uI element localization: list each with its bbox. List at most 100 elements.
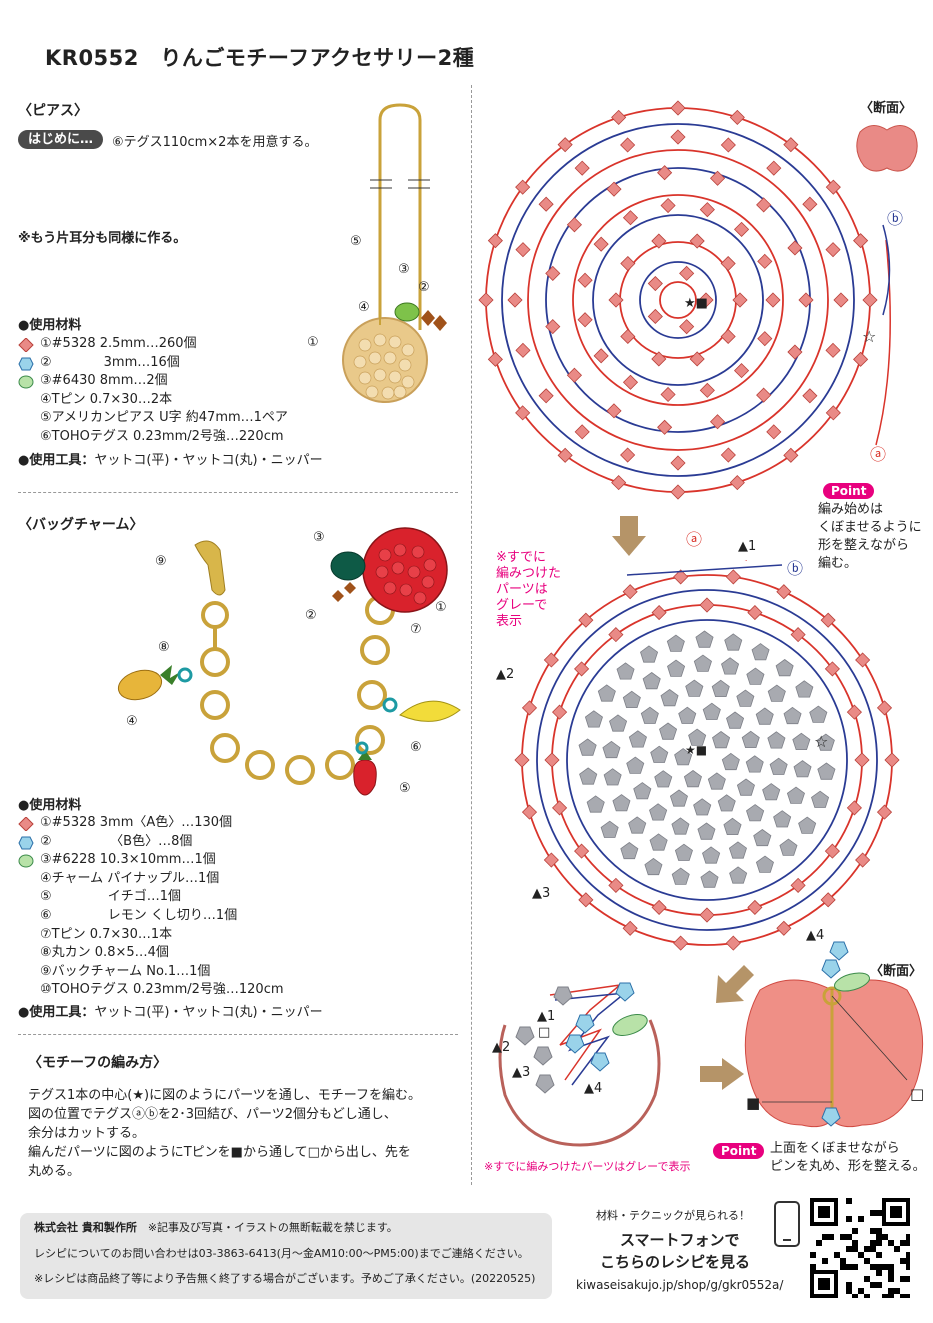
grey-bead [746,804,765,822]
material-text: ⑧丸カン 0.8×5…4個 [40,945,169,961]
center-marker: ★■ [684,296,708,311]
bead [521,700,538,716]
bead [783,447,799,463]
material-text: ③#6228 10.3×10mm…1個 [40,852,216,868]
grey-note: ※すでに 編みつけた パーツは グレーで 表示 [496,550,561,630]
square-empty-1: □ [538,1025,551,1040]
grey-bead [736,689,755,707]
bead [651,233,667,249]
bead [790,627,806,643]
bag-tools: ●使用工具：ヤットコ(平)・ヤットコ(丸)・ニッパー [18,1003,323,1022]
grey-bead [674,748,693,766]
grey-bead [600,820,619,838]
grey-bead [795,680,814,698]
bead [566,367,583,383]
bead [698,292,714,308]
material-row: ⑤ イチゴ…1個 [18,888,284,907]
weaving-diagram-2 [514,560,900,951]
grey-bead [633,782,652,800]
bead [787,240,803,256]
bead [790,877,806,893]
bead [487,351,503,367]
bead [825,179,841,195]
material-text: ①#5328 3mm〈A色〉…130個 [40,815,233,830]
grey-bead [616,662,635,680]
tools-label: ●使用工具： [18,453,95,468]
grey-bead-field [578,630,836,888]
marker-4b: ▲4 [584,1081,603,1096]
method-line: 編んだパーツに図のようにTピンを■から通して□から出し、先を [28,1145,411,1160]
grey-bead [775,659,794,677]
bead [593,348,609,364]
grey-bead [745,755,764,773]
bead [699,382,715,398]
bag-callout-8: ⑧ [158,640,170,655]
bead [876,700,893,716]
grey-bead [671,867,690,885]
grey-bead [779,838,798,856]
bag-materials-list: ①#5328 3mm〈A色〉…130個 ② 〈B色〉…8個 ③#6228 10.… [18,814,284,1000]
bead [855,652,871,668]
bead [824,661,840,677]
bead [679,319,695,335]
bead [720,447,736,463]
smartphone-line-1[interactable]: スマートフォンで [620,1231,740,1249]
point-text-2: 上面をくぼませながら ピンを丸め、形を整える。 [770,1140,926,1176]
grey-bead [817,762,836,780]
point-text-1: 編み始めは くぼませるように 形を整えながら 編む。 [818,501,922,573]
bead [622,374,639,390]
grey-bead [649,833,668,851]
bead [622,210,639,226]
recipe-url-link[interactable]: kiwaseisakujo.jp/shop/g/gkr0552a/ [576,1278,784,1292]
tools-text: ヤットコ(平)・ヤットコ(丸)・ニッパー [94,453,323,468]
grey-bead [628,730,647,748]
bead [606,181,622,197]
tools-text: ヤットコ(平)・ヤットコ(丸)・ニッパー [94,1005,323,1020]
marker-1b: ▲1 [537,1009,556,1024]
bead [608,877,624,893]
material-text: ③#6430 8mm…2個 [40,373,168,389]
down-arrow-icon [612,516,646,556]
material-row: ② 〈B色〉…8個 [18,833,284,852]
bead [622,584,638,600]
bead [853,351,869,367]
note-line: 編みつけた [496,566,562,581]
grey-bead [762,783,781,801]
point-label: Point [823,483,875,499]
material-text: ⑤ イチゴ…1個 [40,889,182,905]
material-text: ⑨バックチャーム No.1…1個 [40,963,211,979]
green-bead-icon [18,854,34,868]
star-marker-2: ☆ [814,732,829,751]
grey-bead [755,855,774,873]
tools-label: ●使用工具： [18,1005,95,1020]
section-label-1: 〈断面〉 [860,101,913,116]
page-title: KR0552 りんごモチーフアクセサリー2種 [45,46,475,70]
qr-code-icon[interactable] [810,1198,910,1298]
grey-bead [728,841,747,859]
diagonal-arrow-icon [716,965,754,1003]
grey-bead [809,705,828,723]
bead [478,292,494,308]
bead [651,605,667,621]
smartphone-line-2[interactable]: こちらのレシピを見る [600,1253,751,1271]
bag-callout-9: ⑨ [155,554,167,569]
grey-bead [741,730,760,749]
material-text: ⑦Tピン 0.7×30…1本 [40,926,173,942]
bead [622,920,638,936]
grey-bead [654,770,673,788]
bead [846,800,862,816]
bead [756,197,772,213]
bag-callout-2: ② [305,608,317,623]
bead [670,129,686,145]
bead [515,342,531,358]
grey-bead [685,679,704,697]
a-label-2: ⓐ [686,530,703,549]
bead [854,752,870,768]
bead [673,935,689,951]
bead [720,328,736,345]
bag-callout-1: ① [435,600,447,615]
grey-bead [712,731,731,749]
bead [657,419,673,435]
bead [574,843,590,859]
method-heading: 〈モチーフの編み方〉 [28,1055,168,1071]
